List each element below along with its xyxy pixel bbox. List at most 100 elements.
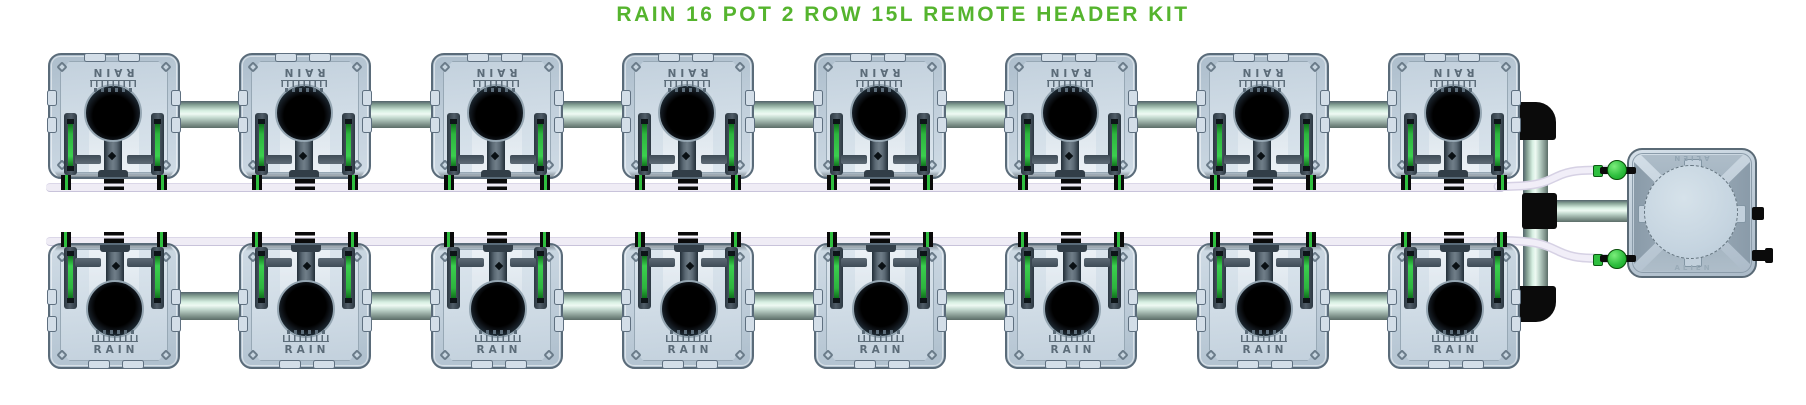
pot-side-tab [1128,289,1138,305]
pot-edge-tab [505,360,527,369]
latch-arm [1467,155,1493,164]
green-valve-ball [1607,248,1627,269]
green-valve-top [1593,160,1638,180]
latch-arm [841,258,867,267]
latch-green-clip [346,255,351,299]
pot-label: RAIN [1429,66,1475,78]
pot-latch [510,247,547,309]
pot-label: RAIN [1046,66,1092,78]
pot-edge-tab [88,360,110,369]
pot-side-tab [554,117,564,133]
pot-label: RAIN [1242,344,1288,356]
pot-edge-tab [1079,360,1101,369]
latch-green-clip [259,123,264,167]
pot-foot [252,175,262,190]
pot-edge-tab [501,53,523,62]
pot-label: RAIN [663,66,709,78]
latch-green-clip [538,123,543,167]
latch-green-clip [1025,255,1030,299]
pot-side-tab [554,316,564,332]
latch-green-clip [1217,255,1222,299]
pot-foot [635,175,645,190]
pot-label: RAIN [280,66,326,78]
pot-latch [1467,113,1504,175]
pot-foot [540,175,550,190]
pot-center-clip [1061,179,1081,190]
header-label-top: ALIEN [1671,154,1710,162]
pot-edge-tab [471,360,493,369]
rain-logo-icon [1049,330,1095,342]
pot-foot [1401,232,1411,247]
pot-side-tab [1320,289,1330,305]
pot-edge-tab [884,53,906,62]
latch-arm [75,155,101,164]
latch-arm [458,155,484,164]
pot-foot [444,232,454,247]
pot-foot [1114,175,1124,190]
latch-green-clip [1217,123,1222,167]
pot-latch [1084,247,1121,309]
pot-side-tab [1004,90,1014,106]
pot-latch [1404,247,1441,309]
pot-latch [1021,113,1058,175]
latch-arm [649,155,675,164]
pot-side-tab [47,117,57,133]
latch-green-clip [451,123,456,167]
pot-latch [893,113,930,175]
latch-green-clip [1112,255,1117,299]
pot-side-tab [745,316,755,332]
pot-side-tab [171,117,181,133]
latch-arm [841,155,867,164]
pot-latch [447,247,484,309]
pot-side-tab [1387,316,1397,332]
pot-side-tab [813,117,823,133]
latch-arm [1224,155,1250,164]
latch-green-clip [259,255,264,299]
pot-edge-tab [467,53,489,62]
latch-green-clip [346,123,351,167]
pot-latch [1213,113,1250,175]
pot-foot [1210,232,1220,247]
pot-side-tab [554,90,564,106]
pot-latch [1467,247,1504,309]
pot-side-tab [621,117,631,133]
pot-label: RAIN [472,66,518,78]
pot-side-tab [937,90,947,106]
pot-foot [1114,232,1124,247]
pot-label: RAIN [89,66,135,78]
pot-side-tab [1387,289,1397,305]
pot-row1-8: RAIN [1387,53,1521,190]
pot-edge-tab [1233,53,1255,62]
pot-side-tab [238,316,248,332]
pot-foot [61,175,71,190]
pot-center-hole [1233,84,1291,142]
latch-arm [701,155,727,164]
pot-latch [701,113,738,175]
pot-latch [830,247,867,309]
pot-center-hole [850,84,908,142]
pot-edge-tab [313,360,335,369]
pot-center-clip [870,232,890,243]
pot-side-tab [1128,90,1138,106]
pot-center-hole [660,280,718,338]
pot-foot [635,232,645,247]
pot-center-hole [852,280,910,338]
pot-row2-6: RAIN [1004,232,1138,369]
latch-arm [1224,258,1250,267]
pot-side-tab [1511,117,1521,133]
pot-label: RAIN [476,344,522,356]
rain-logo-icon [856,80,902,92]
pot-side-tab [430,289,440,305]
pot-side-tab [621,289,631,305]
pot-edge-tab [84,53,106,62]
latch-arm [1276,258,1302,267]
pot-side-tab [430,117,440,133]
header-feed-pipe [1553,200,1631,222]
pot-center-hole [467,84,525,142]
pot-latch [1404,113,1441,175]
pot-side-tab [430,90,440,106]
pot-row1-4: RAIN [621,53,755,190]
latch-green-clip [155,123,160,167]
pot-center-clip [104,232,124,243]
pot-foot [731,175,741,190]
